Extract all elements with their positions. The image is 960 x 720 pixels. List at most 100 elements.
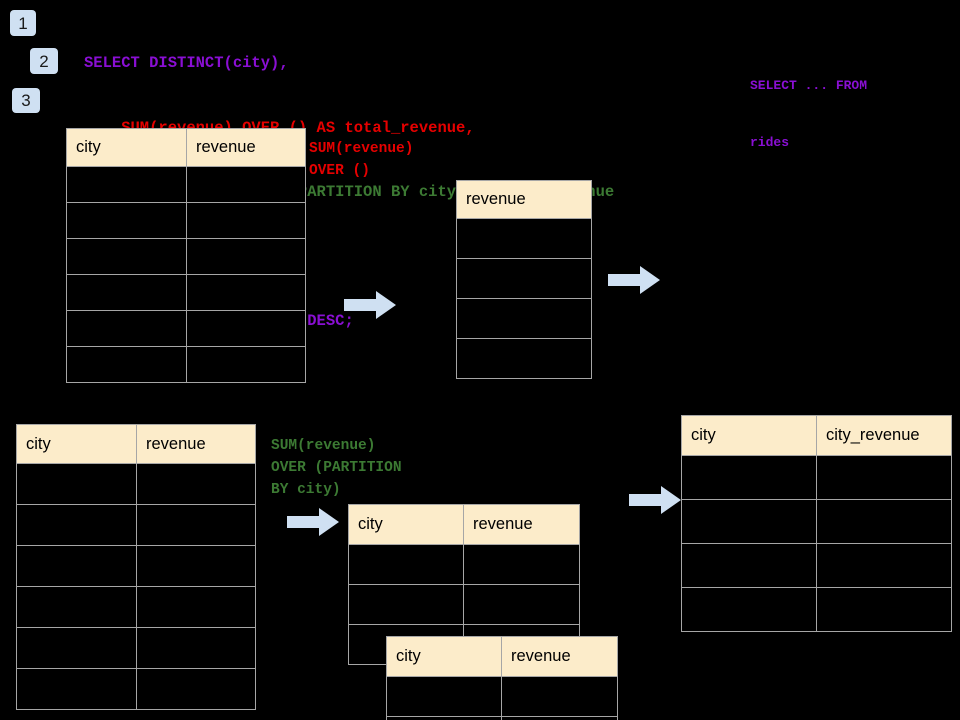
table-row: [66, 274, 306, 311]
table-cell-city: [66, 238, 187, 275]
table-cell-city: [681, 543, 817, 588]
table-cell-city: [16, 627, 137, 669]
table-cell-revenue: [136, 463, 256, 505]
arrow-right-icon: [629, 485, 681, 515]
column-header-city-revenue: city_revenue: [816, 415, 952, 456]
table-row: [16, 668, 256, 710]
side-note-line-1: SELECT ... FROM: [750, 78, 868, 93]
column-header-city: city: [16, 424, 137, 464]
table-row: [66, 166, 306, 203]
step-badge-2-label: 2: [39, 51, 49, 71]
table-row: [681, 499, 952, 544]
column-header-city: city: [348, 504, 464, 545]
table-total-revenue: revenue: [456, 180, 592, 379]
table-cell-revenue: [463, 544, 580, 585]
table-cell-city: [386, 716, 502, 720]
column-header-revenue: revenue: [501, 636, 618, 677]
table-cell-revenue: [136, 545, 256, 587]
table-cell-city-revenue: [816, 543, 952, 588]
step-badge-1: 1: [10, 10, 36, 36]
table-row: [348, 584, 580, 625]
table-cell-revenue: [136, 627, 256, 669]
table-row: [681, 543, 952, 588]
table-cell-revenue: [136, 504, 256, 546]
table-row: [66, 202, 306, 239]
step-badge-2: 2: [30, 48, 58, 74]
side-note-select-from: SELECT ... FROM rides: [750, 38, 867, 190]
table-rides-bottom: city revenue: [16, 424, 256, 710]
table-partition-group-a: city revenue: [348, 504, 580, 665]
table-cell-city: [16, 545, 137, 587]
sql-line-select: SELECT DISTINCT(city),: [84, 54, 289, 72]
table-cell-revenue: [501, 716, 618, 720]
table-result: city city_revenue: [681, 415, 952, 632]
table-cell-city: [66, 166, 187, 203]
table-cell-revenue: [136, 586, 256, 628]
arrow-right-icon: [287, 507, 339, 537]
table-row: [456, 258, 592, 299]
table-cell-city: [16, 668, 137, 710]
column-header-city: city: [386, 636, 502, 677]
table-cell-revenue: [186, 274, 306, 311]
table-cell-city: [386, 676, 502, 717]
table-row: [456, 338, 592, 379]
table-cell-revenue: [501, 676, 618, 717]
table-cell-city: [16, 586, 137, 628]
table-row: [66, 238, 306, 275]
arrow-right-icon: [344, 290, 396, 320]
table-row: [386, 676, 618, 717]
table-row: [16, 627, 256, 669]
table-cell-city: [66, 310, 187, 347]
table-row: [456, 298, 592, 339]
table-cell-revenue: [463, 584, 580, 625]
table-cell-revenue: [186, 238, 306, 275]
table-cell-city: [681, 455, 817, 500]
step-badge-1-label: 1: [18, 13, 28, 33]
table-header-row: city revenue: [348, 504, 580, 545]
side-note-line-2: rides: [750, 135, 790, 150]
column-header-revenue: revenue: [463, 504, 580, 545]
table-row: [16, 545, 256, 587]
table-row: [66, 346, 306, 383]
table-row: [16, 504, 256, 546]
table-cell-city: [66, 346, 187, 383]
table-header-row: city city_revenue: [681, 415, 952, 456]
table-row: [16, 463, 256, 505]
table-header-row: city revenue: [16, 424, 256, 464]
table-header-row: city revenue: [386, 636, 618, 677]
table-cell-city-revenue: [816, 499, 952, 544]
step-badge-3: 3: [12, 88, 40, 113]
table-cell-city: [66, 202, 187, 239]
table-cell-city-revenue: [816, 455, 952, 500]
table-header-row: city revenue: [66, 128, 306, 167]
table-row: [681, 455, 952, 500]
table-row: [16, 586, 256, 628]
table-row: [386, 716, 618, 720]
step-badge-3-label: 3: [21, 91, 31, 110]
column-header-revenue: revenue: [186, 128, 306, 167]
table-cell-city: [348, 544, 464, 585]
table-cell-revenue: [186, 166, 306, 203]
column-header-revenue: revenue: [456, 180, 592, 219]
table-cell-revenue: [456, 338, 592, 379]
annotation-total-revenue: SUM(revenue) OVER (): [309, 141, 414, 179]
table-cell-city: [16, 504, 137, 546]
table-cell-revenue: [456, 298, 592, 339]
table-cell-city: [681, 587, 817, 632]
table-cell-revenue: [186, 310, 306, 347]
table-cell-city: [66, 274, 187, 311]
table-row: [456, 218, 592, 259]
table-cell-city: [348, 584, 464, 625]
column-header-revenue: revenue: [136, 424, 256, 464]
table-partition-group-b: city revenue: [386, 636, 618, 720]
table-cell-city: [681, 499, 817, 544]
table-row: [66, 310, 306, 347]
table-cell-revenue: [186, 202, 306, 239]
table-cell-revenue: [186, 346, 306, 383]
table-cell-revenue: [456, 258, 592, 299]
table-row: [681, 587, 952, 632]
table-cell-city-revenue: [816, 587, 952, 632]
table-cell-revenue: [136, 668, 256, 710]
annotation-city-revenue: SUM(revenue) OVER (PARTITION BY city): [271, 438, 402, 498]
